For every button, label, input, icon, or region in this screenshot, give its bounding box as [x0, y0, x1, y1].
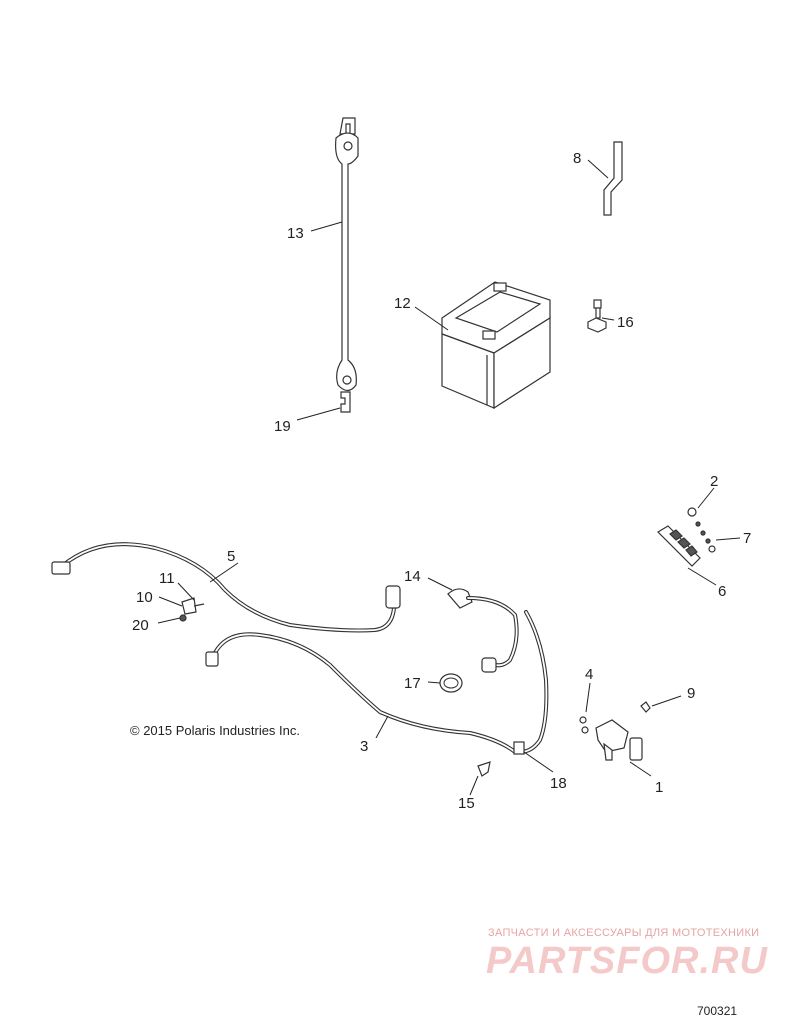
part-13-strap: [335, 117, 359, 413]
watermark-logo: PARTSFOR.RU: [486, 940, 768, 982]
callout-5: 5: [227, 548, 235, 565]
callout-1: 1: [655, 779, 663, 796]
callout-19: 19: [274, 418, 291, 435]
cable-5: [51, 542, 401, 633]
callout-14: 14: [404, 568, 421, 585]
parts-10-11-20: [179, 597, 205, 622]
part-1-switch: [579, 701, 651, 761]
callout-16: 16: [617, 314, 634, 331]
callout-3: 3: [360, 738, 368, 755]
part-12-battery: [441, 281, 551, 410]
callout-4: 4: [585, 666, 593, 683]
callout-8: 8: [573, 150, 581, 167]
cable-14: [447, 588, 549, 754]
callout-17: 17: [404, 675, 421, 692]
part-17-clamp: [439, 673, 463, 693]
callout-9: 9: [687, 685, 695, 702]
callout-20: 20: [132, 617, 149, 634]
callout-18: 18: [550, 775, 567, 792]
callout-7: 7: [743, 530, 751, 547]
copyright-text: © 2015 Polaris Industries Inc.: [130, 723, 300, 738]
callout-15: 15: [458, 795, 475, 812]
parts-15-18: [477, 741, 525, 777]
part-8-bracket: [603, 141, 623, 216]
part-6-terminal-block: [657, 507, 716, 567]
watermark-tagline: ЗАПЧАСТИ И АКСЕССУАРЫ ДЛЯ МОТОТЕХНИКИ: [488, 927, 760, 939]
callout-labels: 1 2 3 4 5 6 7 8 9 10 11 12 13 14 15 16 1…: [132, 150, 751, 812]
cable-3: [205, 632, 517, 754]
part-16-fastener: [587, 299, 607, 333]
leader-lines: [157, 159, 741, 796]
callout-2: 2: [710, 473, 718, 490]
callout-12: 12: [394, 295, 411, 312]
callout-13: 13: [287, 225, 304, 242]
callout-10: 10: [136, 589, 153, 606]
callout-6: 6: [718, 583, 726, 600]
drawing-number: 700321: [697, 1004, 738, 1018]
callout-11: 11: [159, 570, 175, 587]
